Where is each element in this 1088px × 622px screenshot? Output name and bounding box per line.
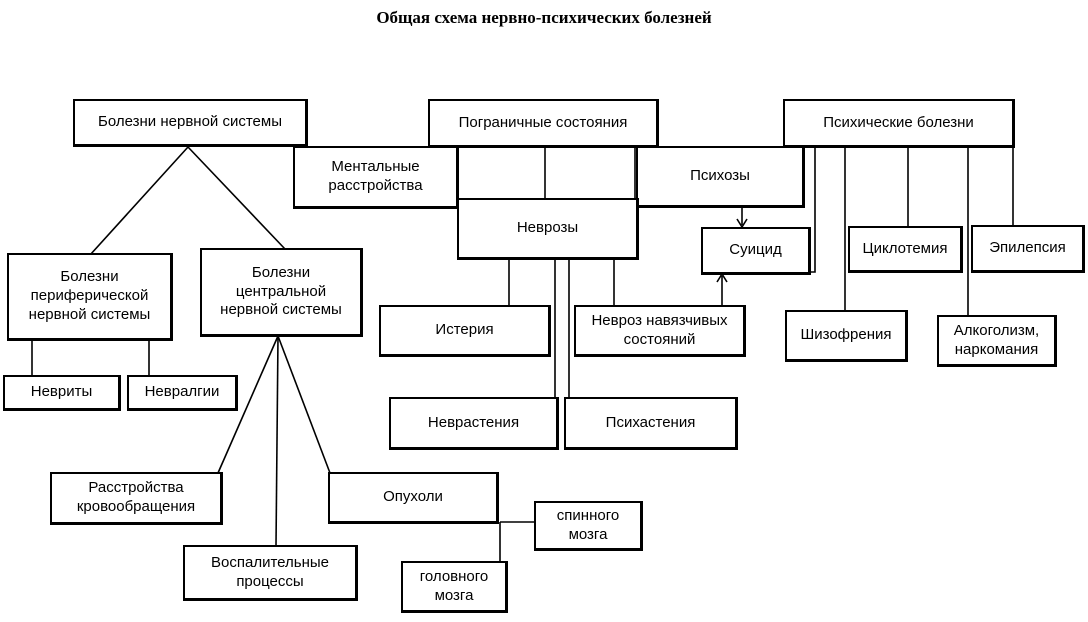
node-obsessive-neurosis: Невроз навязчивых состояний: [574, 305, 746, 357]
node-alcoholism-drug-addiction: Алкоголизм, наркомания: [937, 315, 1057, 367]
diagram-title: Общая схема нервно-психических болезней: [376, 8, 712, 27]
node-psychasthenia: Психастения: [564, 397, 738, 450]
node-schizophrenia: Шизофрения: [785, 310, 908, 362]
node-borderline-states: Пограничные состояния: [428, 99, 659, 148]
node-psychoses: Психозы: [636, 146, 805, 208]
node-spinal-cord: спинного мозга: [534, 501, 643, 551]
node-peripheral-nervous-system: Болезни периферической нервной системы: [7, 253, 173, 341]
node-inflammatory-processes: Воспалительные процессы: [183, 545, 358, 601]
node-cyclothymia: Циклотемия: [848, 226, 963, 273]
node-nervous-system-diseases: Болезни нервной системы: [73, 99, 308, 147]
node-hysteria: Истерия: [379, 305, 551, 357]
node-tumors: Опухоли: [328, 472, 499, 524]
node-neuritis: Невриты: [3, 375, 121, 411]
node-mental-disorders: Ментальные расстройства: [293, 146, 459, 209]
node-epilepsy: Эпилепсия: [971, 225, 1085, 273]
node-mental-illnesses: Психические болезни: [783, 99, 1015, 148]
node-circulation-disorders: Расстройства кровообращения: [50, 472, 223, 525]
node-neurasthenia: Неврастения: [389, 397, 559, 450]
node-neuralgia: Невралгии: [127, 375, 238, 411]
node-brain: головного мозга: [401, 561, 508, 613]
node-central-nervous-system: Болезни центральной нервной системы: [200, 248, 363, 337]
node-suicide: Суицид: [701, 227, 811, 275]
node-neuroses: Неврозы: [457, 198, 639, 260]
